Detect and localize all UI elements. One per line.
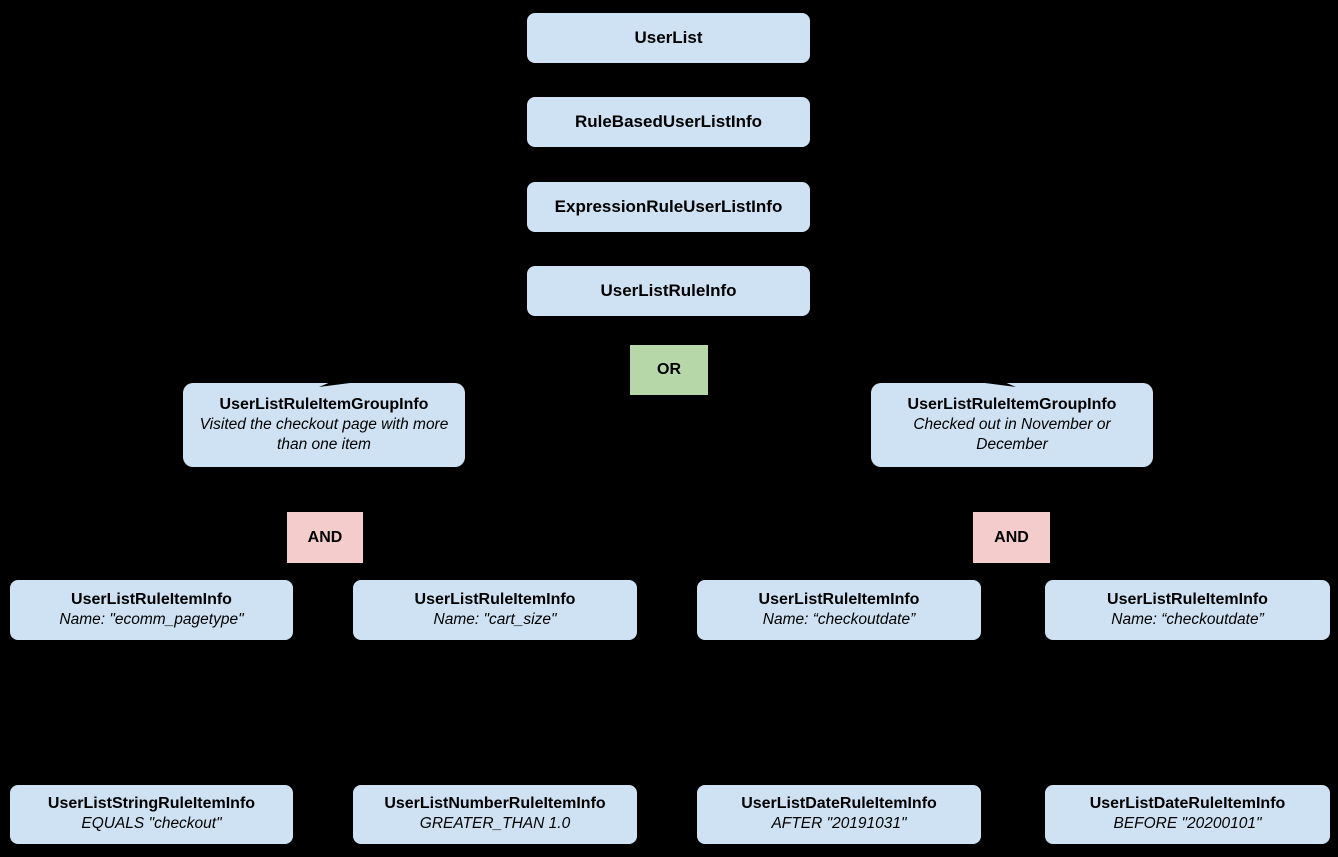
group-title: UserListRuleItemGroupInfo [907,395,1117,413]
group-description: Checked out in November or December [913,415,1111,453]
leaf-node-string-rule: UserListStringRuleItemInfo EQUALS "check… [10,785,293,844]
rule-item-name: Name: “checkoutdate” [762,610,916,628]
rule-item-node-cart-size: UserListRuleItemInfo Name: "cart_size" [353,580,637,640]
leaf-condition: AFTER "20191031" [771,815,907,833]
leaf-node-date-rule-before: UserListDateRuleItemInfo BEFORE "2020010… [1045,785,1330,844]
rule-item-title: UserListRuleItemInfo [414,590,576,608]
rule-item-name: Name: "ecomm_pagetype" [59,610,244,628]
node-label: UserList [634,28,703,48]
leaf-node-date-rule-after: UserListDateRuleItemInfo AFTER "20191031… [697,785,981,844]
group-node-checked-out: UserListRuleItemGroupInfo Checked out in… [871,383,1153,467]
node-label: RuleBasedUserListInfo [574,112,763,132]
node-userlistruleinfo: UserListRuleInfo [527,266,810,316]
node-rulebaseduserlistinfo: RuleBasedUserListInfo [527,97,810,147]
node-label: UserListRuleInfo [600,281,737,301]
rule-item-node-ecomm-pagetype: UserListRuleItemInfo Name: "ecomm_pagety… [10,580,293,640]
or-operator-node: OR [630,345,708,395]
node-expressionruleuserlistinfo: ExpressionRuleUserListInfo [527,182,810,232]
and-operator-label: AND [994,528,1029,546]
and-operator-node-right: AND [973,512,1050,563]
or-operator-label: OR [657,361,681,378]
group-title: UserListRuleItemGroupInfo [219,395,429,413]
rule-item-title: UserListRuleItemInfo [1107,590,1268,608]
node-label: ExpressionRuleUserListInfo [554,197,783,217]
leaf-title: UserListDateRuleItemInfo [741,795,937,813]
leaf-title: UserListDateRuleItemInfo [1089,795,1286,813]
leaf-condition: EQUALS "checkout" [81,815,222,833]
rule-item-node-checkoutdate-1: UserListRuleItemInfo Name: “checkoutdate… [697,580,981,640]
leaf-condition: BEFORE "20200101" [1113,815,1262,833]
leaf-node-number-rule: UserListNumberRuleItemInfo GREATER_THAN … [353,785,637,844]
rule-item-name: Name: "cart_size" [433,610,557,628]
group-node-checkout-page: UserListRuleItemGroupInfo Visited the ch… [183,383,465,467]
node-userlist: UserList [527,13,810,63]
leaf-condition: GREATER_THAN 1.0 [419,815,571,833]
rule-item-title: UserListRuleItemInfo [71,590,232,608]
group-description: Visited the checkout page with more than… [199,415,449,453]
leaf-title: UserListNumberRuleItemInfo [384,795,606,813]
and-operator-node-left: AND [287,512,363,563]
rule-item-title: UserListRuleItemInfo [758,590,920,608]
and-operator-label: AND [307,528,343,546]
rule-item-name: Name: “checkoutdate” [1111,610,1264,628]
leaf-title: UserListStringRuleItemInfo [47,795,256,813]
rule-item-node-checkoutdate-2: UserListRuleItemInfo Name: “checkoutdate… [1045,580,1330,640]
